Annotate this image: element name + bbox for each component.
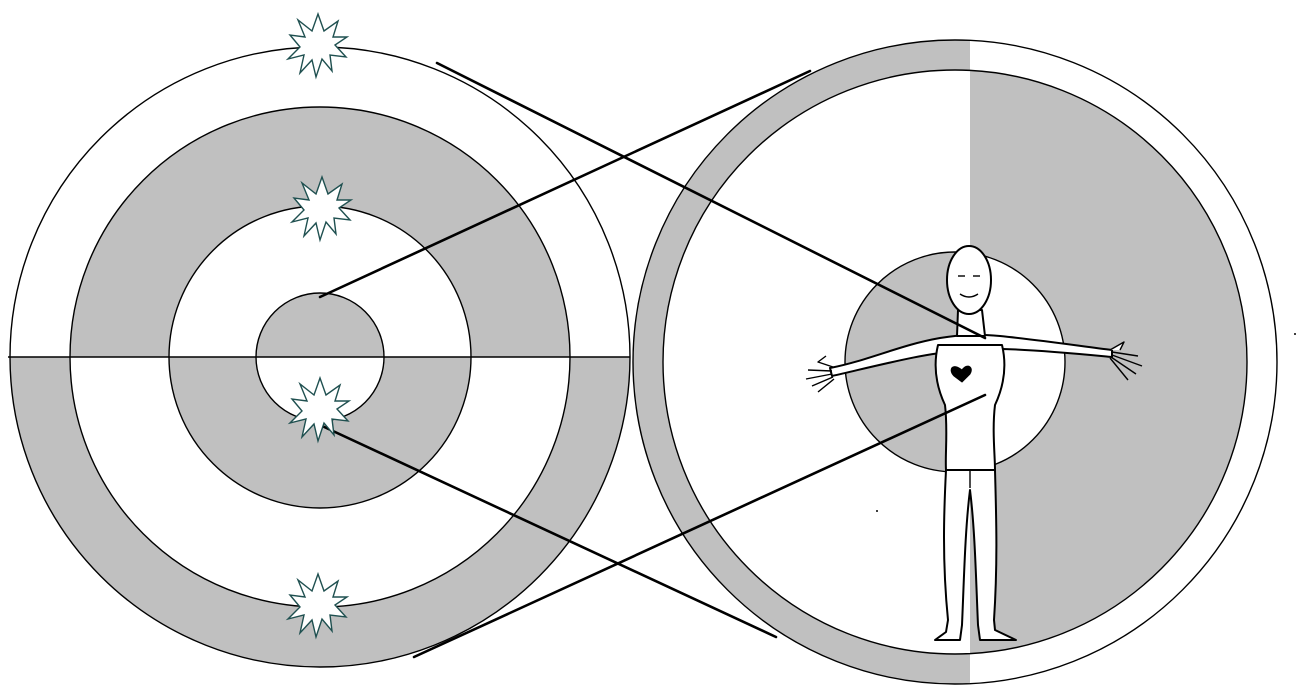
- figure-head: [947, 246, 991, 314]
- stray-dot: [1294, 333, 1296, 335]
- stray-dot: [876, 510, 878, 512]
- left-concentric-diagram: [8, 47, 630, 667]
- figure-torso: [936, 345, 1005, 470]
